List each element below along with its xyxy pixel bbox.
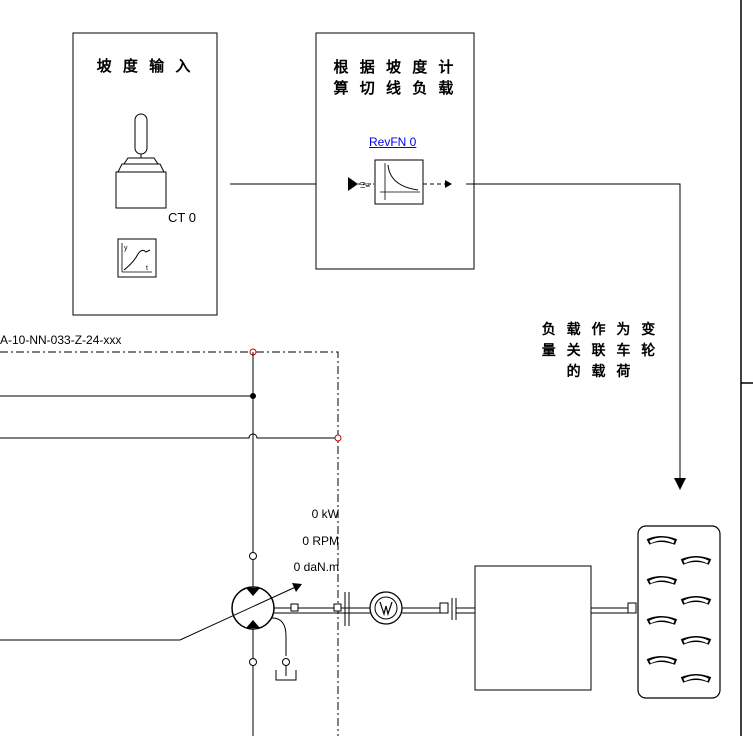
- power-readout: 0 kW: [311, 507, 339, 521]
- arrow-down-icon: [674, 478, 686, 490]
- tangent-load-title-line1: 根 据 坡 度 计: [333, 58, 457, 76]
- bus-label: A-10-NN-033-Z-24-xxx: [0, 333, 122, 347]
- note-line2: 量 关 联 车 轮: [541, 343, 659, 359]
- joystick-icon[interactable]: [115, 113, 167, 209]
- shaft-coupling: [290, 603, 299, 612]
- port-node: [249, 552, 257, 560]
- subsystem-boundary: [0, 351, 339, 736]
- note-line3: 的 载 荷: [566, 364, 634, 380]
- revfn-link[interactable]: RevFN 0: [369, 135, 417, 149]
- svg-text:y: y: [124, 245, 128, 252]
- function-block-icon[interactable]: Ξ≡: [348, 159, 452, 205]
- gearbox-block[interactable]: [474, 565, 592, 691]
- speed-sensor-icon[interactable]: [369, 591, 403, 625]
- tangent-load-title-line2: 算 切 线 负 载: [333, 79, 457, 97]
- note-line1: 负 载 作 为 变: [541, 322, 659, 338]
- svg-text:Ξ≡: Ξ≡: [360, 181, 370, 190]
- tire-icon[interactable]: [637, 525, 721, 699]
- svg-text:t: t: [146, 265, 148, 272]
- motor-icon[interactable]: [179, 583, 302, 641]
- torque-readout: 0 daN.m: [293, 560, 339, 574]
- counter-label: CT 0: [168, 210, 196, 225]
- load-signal-link: [466, 183, 681, 480]
- drain-tank-icon: [271, 617, 297, 681]
- tangent-load-block[interactable]: [315, 32, 475, 270]
- slope-input-title: 坡 度 输 入: [96, 57, 194, 75]
- speed-readout: 0 RPM: [302, 534, 339, 548]
- bus-line-2: [0, 433, 335, 439]
- bus-node-red-2: [334, 434, 342, 442]
- graph-icon: y t: [117, 238, 157, 278]
